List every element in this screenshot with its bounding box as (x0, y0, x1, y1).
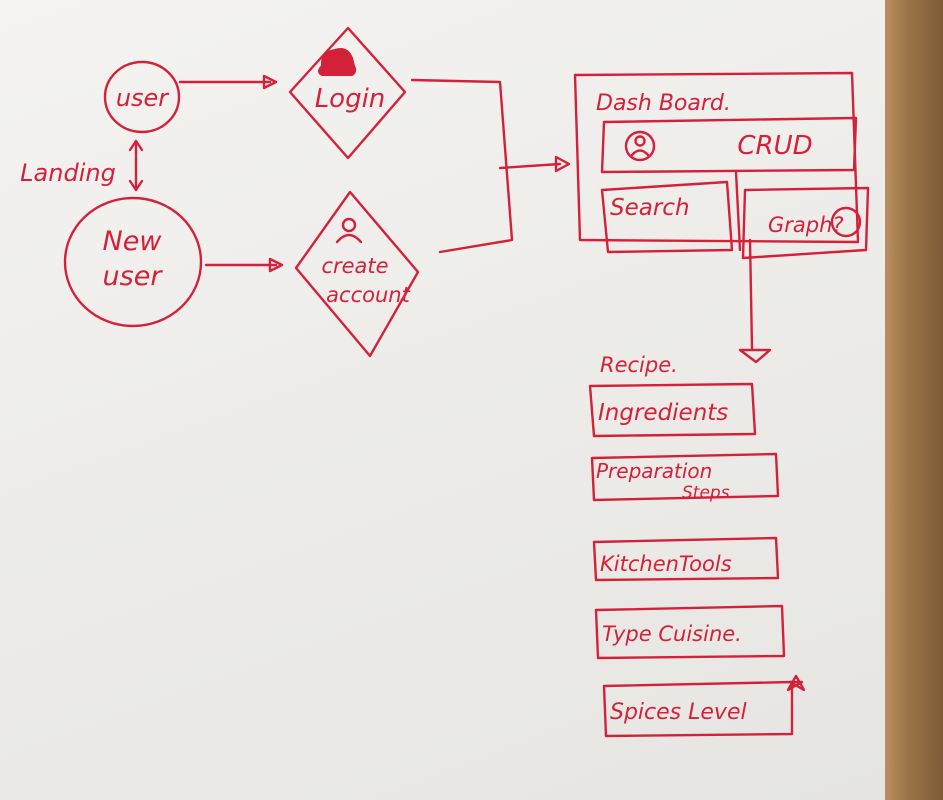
type-cuisine-item: Type Cuisine. (594, 604, 786, 660)
preparation-label-line2: Steps. (682, 483, 735, 503)
spices-level-item: Spices Level (602, 674, 806, 738)
ingredients-item: Ingredients (588, 382, 757, 438)
new-user-label-line1: New (103, 226, 163, 257)
login-node: Login (288, 26, 407, 160)
new-user-label-line2: user (103, 261, 164, 292)
person-icon (335, 217, 363, 244)
preparation-steps-item: Preparation Steps. (590, 452, 780, 503)
create-label-line2: account (326, 283, 410, 307)
graph-label: Graph? (768, 213, 844, 237)
create-account-node: create account (294, 190, 420, 358)
recipe-section: Recipe. Ingredients Preparation Steps. K… (588, 353, 806, 738)
spices-level-label: Spices Level (610, 700, 747, 725)
star-icon (786, 674, 806, 692)
type-cuisine-label: Type Cuisine. (602, 622, 742, 646)
recipe-title: Recipe. (600, 353, 678, 377)
user-label: user (116, 84, 170, 112)
search-box: Search (600, 180, 734, 254)
ingredients-label: Ingredients (598, 400, 728, 426)
new-user-node: New user (63, 196, 203, 328)
create-label-line1: create (321, 254, 388, 278)
profile-icon (630, 149, 650, 157)
user-node: user (103, 60, 181, 134)
arrow-user-to-login (178, 74, 278, 90)
arrow-to-recipe (738, 238, 772, 364)
kitchen-tools-item: KitchenTools (592, 536, 780, 582)
search-label: Search (610, 195, 690, 221)
graph-box: Graph? (734, 170, 870, 260)
landing-connector: Landing (20, 139, 144, 192)
landing-label: Landing (20, 159, 116, 187)
login-label: Login (315, 84, 386, 114)
crud-box: CRUD (600, 116, 858, 174)
wooden-table-edge (885, 0, 943, 800)
arrow-newuser-to-create (204, 257, 284, 273)
user-icon (318, 48, 357, 76)
arrow-to-dashboard (410, 78, 571, 254)
crud-label: CRUD (737, 131, 812, 161)
paper-sheet (0, 0, 885, 800)
preparation-label-line1: Preparation (596, 459, 712, 483)
dashboard-title: Dash Board. (596, 91, 731, 116)
kitchen-tools-label: KitchenTools (600, 552, 732, 576)
dashboard-panel: Dash Board. CRUD Search Graph? (573, 71, 870, 260)
